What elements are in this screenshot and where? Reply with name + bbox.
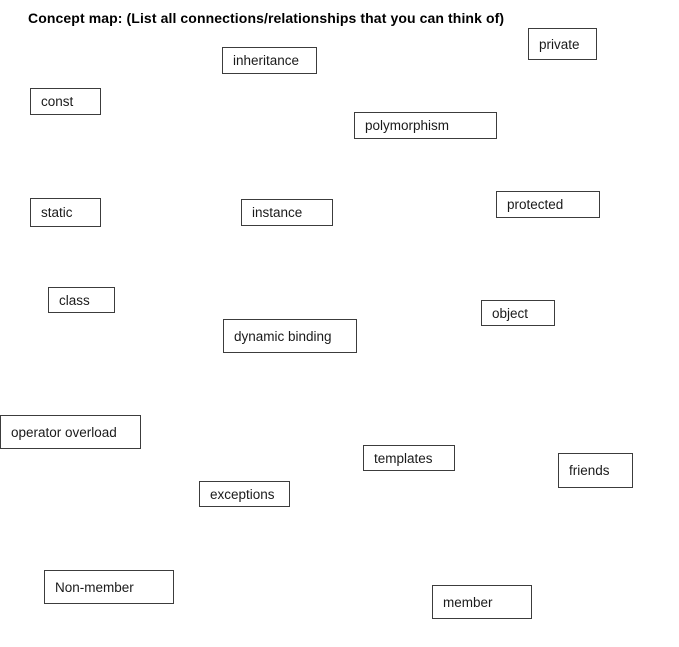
concept-label: const [41, 94, 74, 109]
concept-box-inheritance[interactable]: inheritance [222, 47, 317, 74]
concept-box-member[interactable]: member [432, 585, 532, 619]
concept-label: templates [374, 450, 433, 466]
concept-label: exceptions [210, 486, 275, 502]
concept-box-non-member[interactable]: Non-member [44, 570, 174, 604]
concept-box-object[interactable]: object [481, 300, 555, 326]
page-title: Concept map: (List all connections/relat… [28, 10, 505, 26]
concept-box-class[interactable]: class [48, 287, 115, 313]
concept-label: dynamic binding [234, 328, 332, 344]
concept-box-exceptions[interactable]: exceptions [199, 481, 290, 507]
concept-box-protected[interactable]: protected [496, 191, 600, 218]
concept-box-static[interactable]: static [30, 198, 101, 227]
concept-label: friends [569, 463, 610, 478]
concept-box-polymorphism[interactable]: polymorphism [354, 112, 497, 139]
concept-label: protected [507, 197, 564, 212]
concept-box-instance[interactable]: instance [241, 199, 333, 226]
concept-box-const[interactable]: const [30, 88, 101, 115]
concept-label: static [41, 205, 73, 220]
concept-label: inheritance [233, 53, 300, 68]
concept-label: class [59, 292, 90, 308]
concept-box-dynamic-binding[interactable]: dynamic binding [223, 319, 357, 353]
concept-label: operator overload [11, 424, 117, 440]
concept-label: instance [252, 205, 303, 220]
concept-box-templates[interactable]: templates [363, 445, 455, 471]
concept-box-friends[interactable]: friends [558, 453, 633, 488]
concept-label: polymorphism [365, 118, 450, 133]
concept-box-private[interactable]: private [528, 28, 597, 60]
concept-label: member [443, 594, 493, 610]
concept-label: object [492, 305, 529, 321]
concept-box-operator-overload[interactable]: operator overload [0, 415, 141, 449]
concept-label: Non-member [55, 579, 134, 595]
concept-label: private [539, 36, 580, 52]
